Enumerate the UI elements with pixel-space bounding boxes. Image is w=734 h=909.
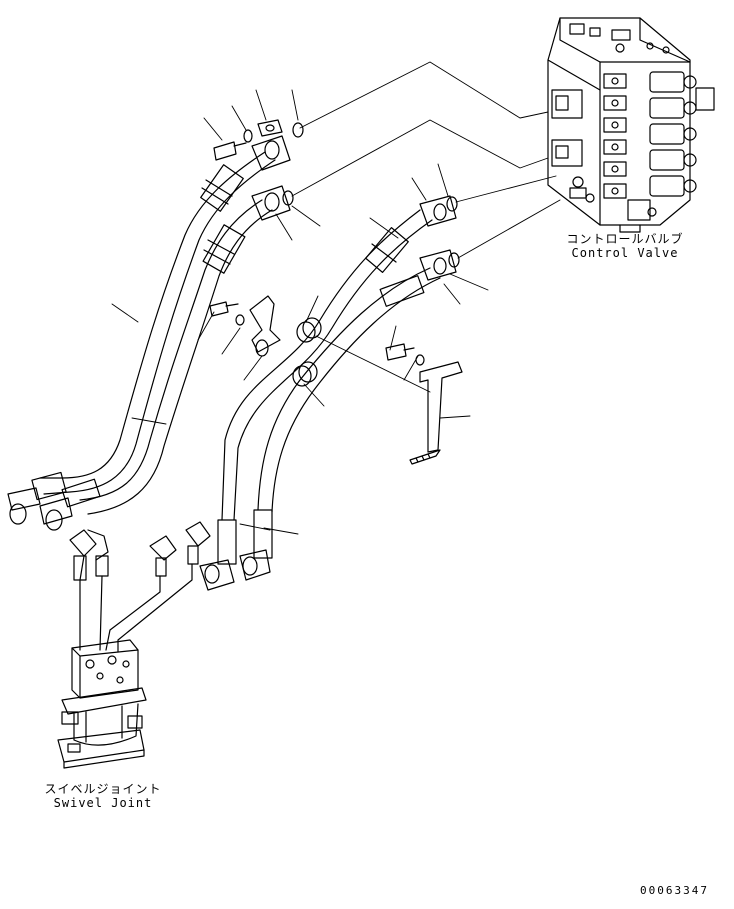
leader-lines (112, 90, 488, 534)
flange-hardware (214, 120, 459, 267)
swivel-joint-label-en: Swivel Joint (53, 796, 153, 810)
swivel-joint-label: スイベルジョイント Swivel Joint (28, 782, 178, 810)
swivel-joint-label-jp: スイベルジョイント (44, 782, 162, 796)
control-valve-label: コントロールバルブ Control Valve (560, 232, 690, 260)
hose-b (40, 186, 290, 530)
connection-lines (292, 62, 560, 392)
bracket-assembly (386, 344, 462, 464)
clamp-assembly (210, 296, 321, 386)
control-valve (548, 18, 714, 232)
hose-d (240, 250, 456, 580)
control-valve-label-jp: コントロールバルブ (566, 232, 684, 246)
hose-c (200, 196, 456, 590)
swivel-fittings (70, 522, 210, 652)
drawing-number: 00063347 (640, 884, 709, 897)
hose-a (8, 136, 290, 524)
control-valve-label-en: Control Valve (571, 246, 679, 260)
swivel-joint (58, 640, 146, 768)
